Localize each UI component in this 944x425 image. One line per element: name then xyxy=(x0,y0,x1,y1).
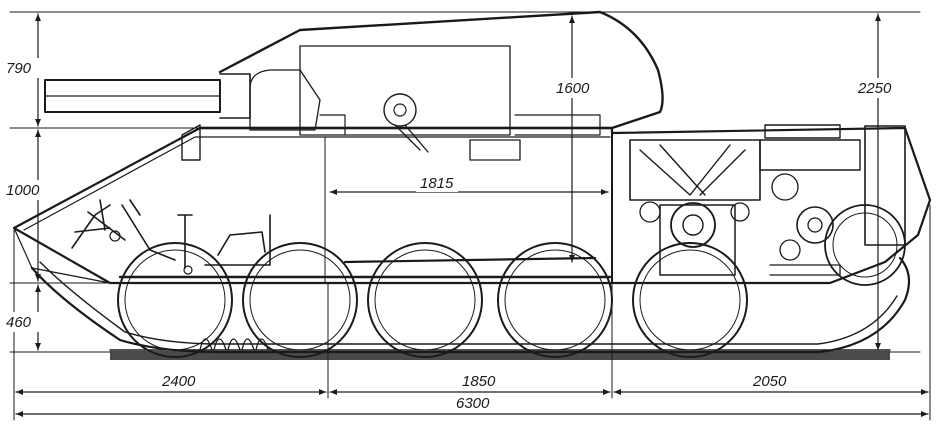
driver-controls xyxy=(71,199,271,275)
label-2400: 2400 xyxy=(161,373,196,390)
label-460: 460 xyxy=(6,314,32,331)
label-2250: 2250 xyxy=(857,80,892,97)
track xyxy=(30,256,911,354)
label-1000: 1000 xyxy=(6,182,40,199)
label-2050: 2050 xyxy=(752,373,787,390)
label-790: 790 xyxy=(6,60,32,77)
turret xyxy=(198,10,664,161)
road-wheel-5 xyxy=(632,242,748,358)
label-1600: 1600 xyxy=(556,80,590,97)
engine xyxy=(629,124,906,276)
gun-barrel xyxy=(44,73,251,119)
road-wheel-2 xyxy=(242,242,358,358)
vertical-dimension-reference-lines xyxy=(9,11,921,353)
label-1815: 1815 xyxy=(420,175,454,192)
label-6300: 6300 xyxy=(456,395,490,412)
road-wheel-1 xyxy=(117,242,233,358)
track-links xyxy=(199,338,269,351)
road-wheel-3 xyxy=(367,242,483,358)
label-1850: 1850 xyxy=(462,373,496,390)
